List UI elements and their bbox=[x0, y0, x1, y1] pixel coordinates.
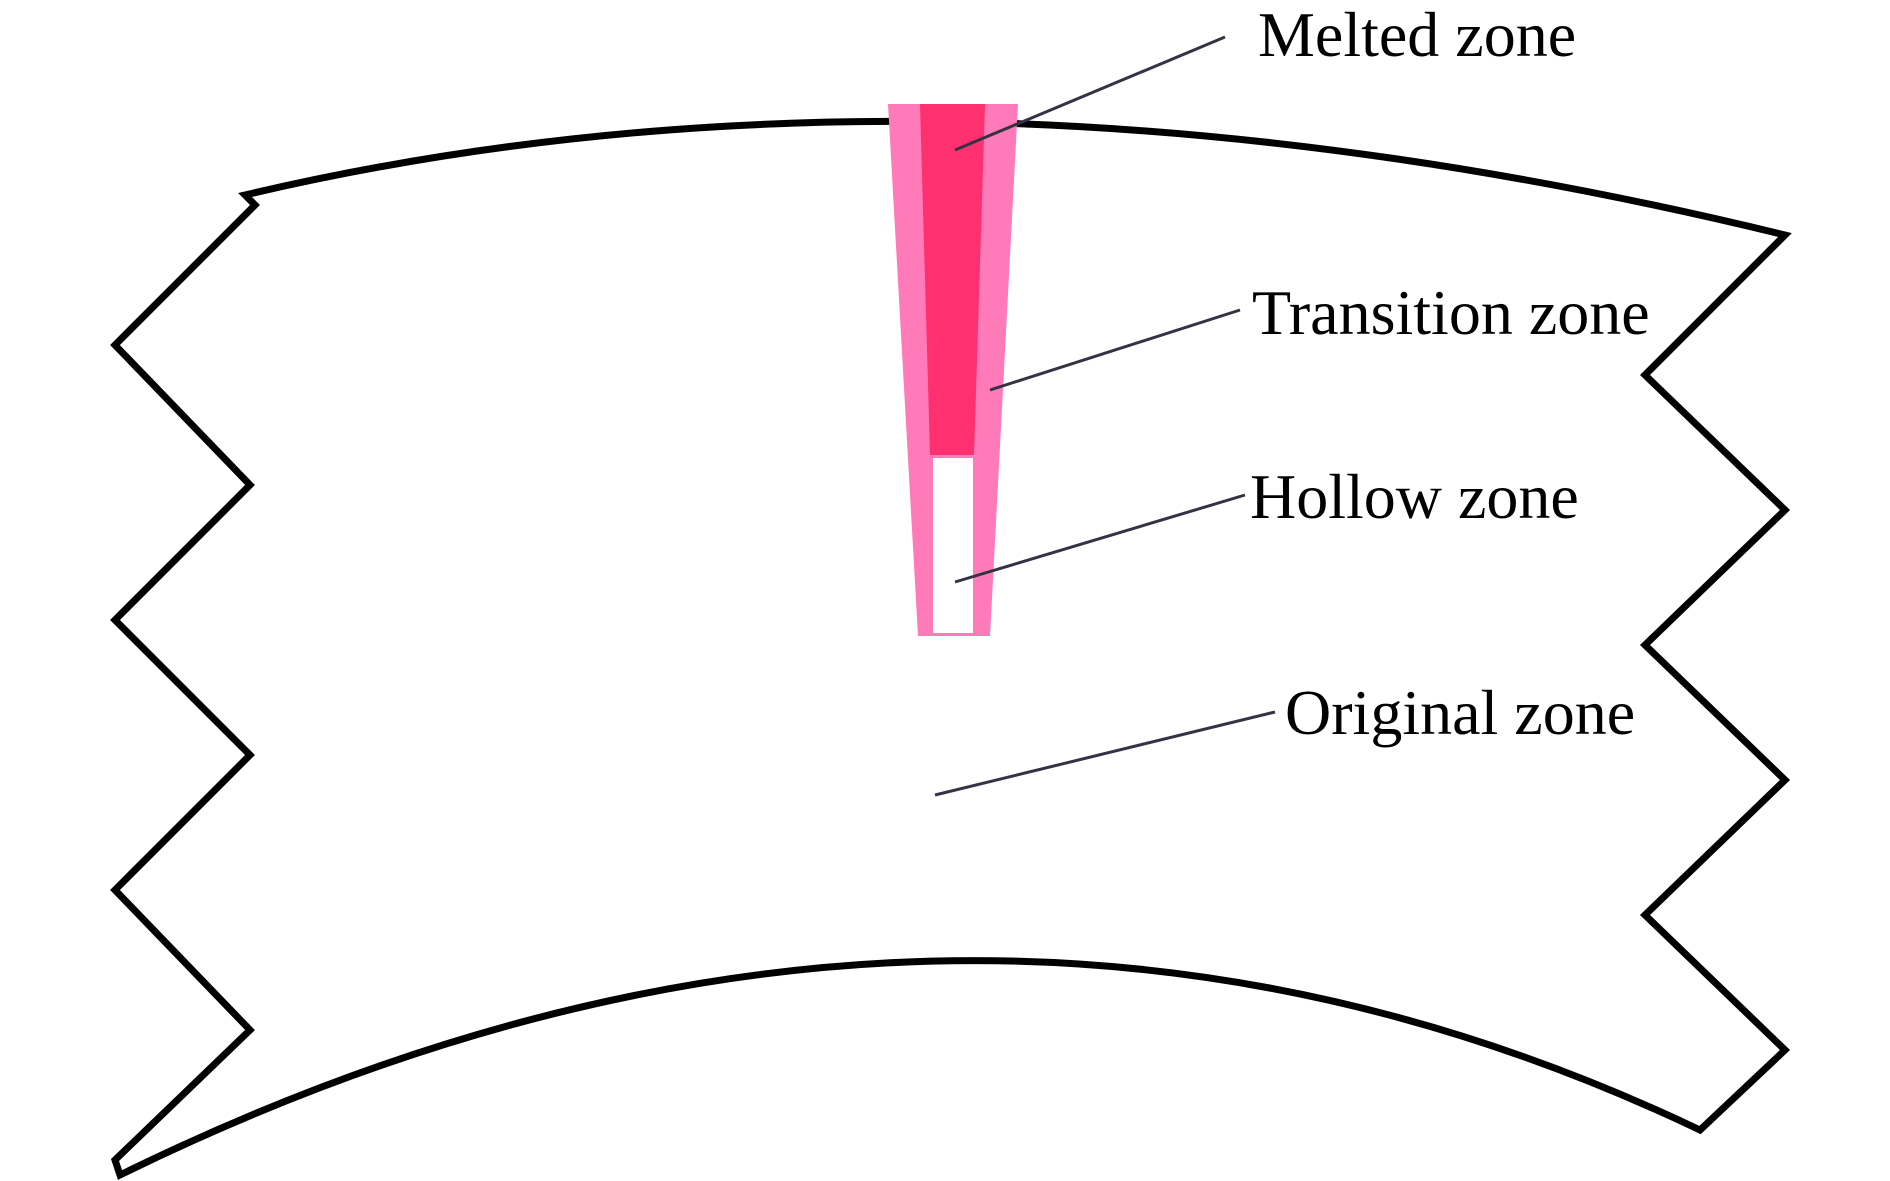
workpiece-outline bbox=[110, 117, 1792, 1180]
transition-zone-leader bbox=[989, 308, 1241, 392]
original-zone-leader bbox=[934, 710, 1276, 797]
original-zone-label: Original zone bbox=[1285, 677, 1635, 748]
melted-zone-leader bbox=[954, 35, 1226, 152]
transition-zone-label: Transition zone bbox=[1252, 277, 1650, 348]
hollow-zone-label: Hollow zone bbox=[1250, 461, 1579, 532]
melted-zone-shape bbox=[920, 104, 985, 455]
melted-zone-label: Melted zone bbox=[1258, 0, 1576, 70]
hollow-zone-shape bbox=[933, 458, 973, 633]
hollow-zone-leader bbox=[954, 493, 1246, 584]
